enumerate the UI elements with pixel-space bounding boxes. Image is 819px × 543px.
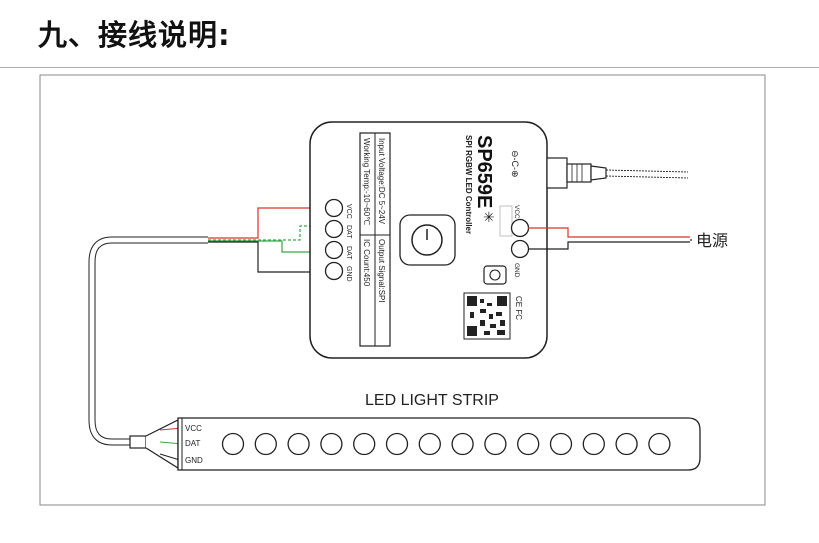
strip-pin-label: GND xyxy=(185,456,203,465)
power-wires xyxy=(528,227,692,250)
power-gnd-hole xyxy=(510,239,530,259)
app-logo-icon xyxy=(483,265,507,285)
led-dot xyxy=(484,432,507,456)
cert-marks: CE FC xyxy=(514,296,523,320)
spec-working-temp: Working Temp:-10~60℃ xyxy=(362,138,371,225)
sparkle-icon: ✳ xyxy=(483,210,495,226)
spec-input-voltage: Input Voltage:DC 5~24V xyxy=(377,138,386,225)
vcc-wire xyxy=(208,207,325,239)
spec-text: Input Voltage:DC 5~24V Output Signal:SPI… xyxy=(362,138,386,303)
diagram-frame xyxy=(39,74,766,506)
dc-jack-icon xyxy=(546,157,689,189)
power-vcc-hole xyxy=(510,218,530,238)
led-dot xyxy=(221,432,245,456)
pin-vcc-hole xyxy=(324,198,344,218)
dat-wire xyxy=(208,240,325,253)
pin-dat-hole xyxy=(324,219,344,239)
power-pin-label: GND xyxy=(513,263,520,278)
page-heading: 九、接线说明: xyxy=(38,18,231,52)
led-dot xyxy=(648,432,671,456)
led-dot xyxy=(517,432,540,456)
pin-dat2-hole xyxy=(324,240,344,260)
power-gnd-wire xyxy=(528,241,690,250)
led-dot xyxy=(353,432,376,456)
controller-output-pins xyxy=(324,198,344,281)
pin-label: VCC xyxy=(345,204,352,219)
led-dot xyxy=(287,432,310,456)
power-pin-label: VCC xyxy=(513,205,520,219)
pin-label: GND xyxy=(345,266,352,282)
strip-connector xyxy=(129,419,184,470)
power-label: 电源 xyxy=(696,231,728,250)
dat-wire-alt xyxy=(208,225,325,241)
led-dot xyxy=(320,432,343,456)
led-dot xyxy=(451,432,474,456)
output-wires xyxy=(208,207,325,273)
led-dot xyxy=(615,432,638,456)
led-dot xyxy=(582,432,605,456)
led-dot xyxy=(418,432,441,456)
output-cable xyxy=(88,236,208,446)
led-dot xyxy=(549,432,573,456)
controller-model: SP659E xyxy=(473,135,495,208)
polarity-label: ⊖-C-⊕ xyxy=(510,150,520,178)
pin-label: DAT xyxy=(345,225,352,239)
led-dot xyxy=(254,432,277,456)
strip-pin-label: DAT xyxy=(185,439,201,448)
strip-pin-label: VCC xyxy=(185,424,202,433)
pin-gnd-hole xyxy=(324,261,344,281)
controller-pin-labels: VCC DAT DAT GND xyxy=(345,204,352,282)
gnd-wire xyxy=(208,241,325,273)
qr-code-icon xyxy=(463,292,511,340)
heading-divider xyxy=(0,67,819,68)
led-dot xyxy=(385,432,409,456)
spec-output-signal: Output Signal:SPI xyxy=(377,239,386,303)
strip-leds xyxy=(221,432,671,456)
strip-pin-labels: VCC DAT GND xyxy=(185,424,203,465)
pin-label: DAT xyxy=(345,246,352,260)
power-button-icon[interactable] xyxy=(411,224,443,256)
output-cable-inner xyxy=(89,237,208,445)
controller-subtitle: SPI RGBW LED Controller xyxy=(464,135,473,234)
power-vcc-wire xyxy=(528,227,690,238)
brand-icons: ✳ xyxy=(483,205,513,285)
brand-text-block xyxy=(499,205,513,237)
spec-ic-count: IC Count:450 xyxy=(362,239,371,287)
strip-title: LED LIGHT STRIP xyxy=(365,392,499,409)
